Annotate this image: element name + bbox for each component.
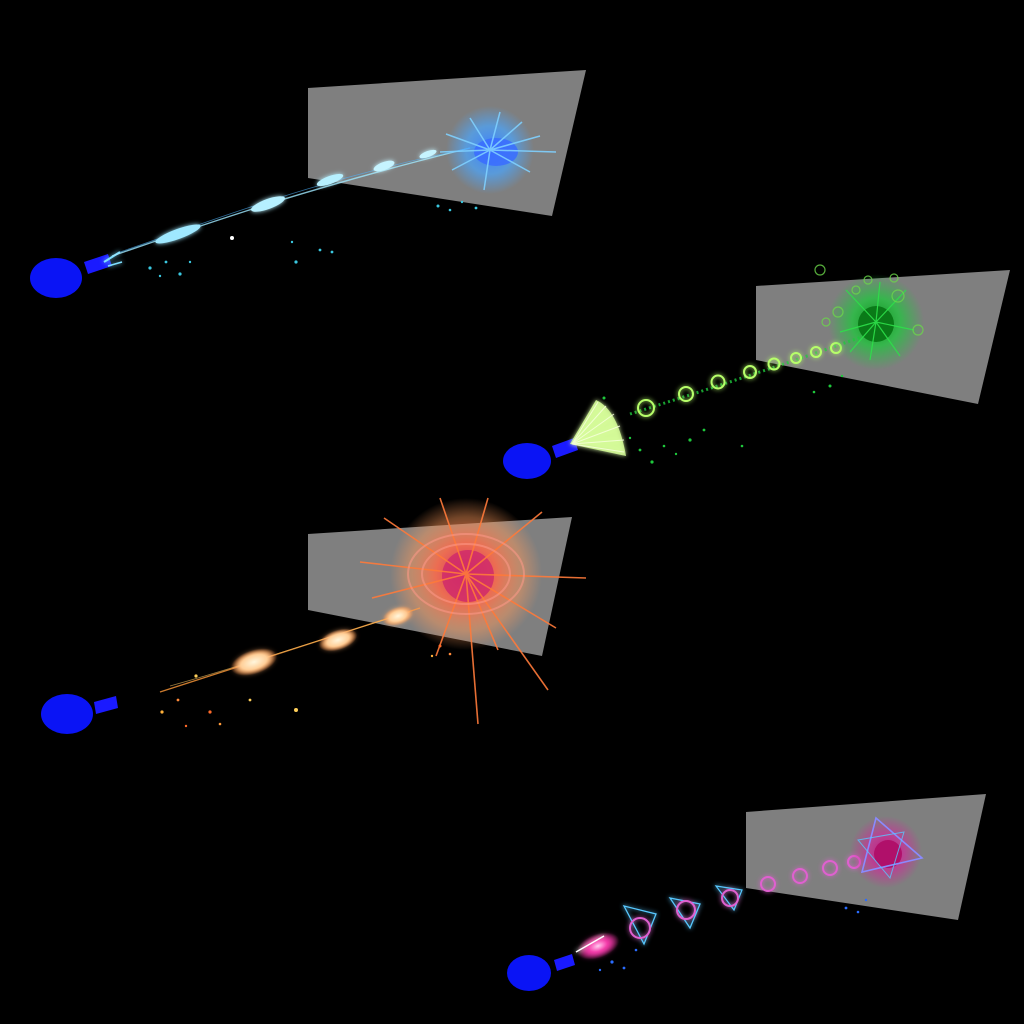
- nature-impact-burst: [814, 264, 924, 370]
- nature-ring: [767, 357, 781, 371]
- ice-shard: [155, 224, 201, 244]
- fire-emitter-barrel: [94, 696, 118, 714]
- arcane-rune: [668, 897, 701, 930]
- ice-shard: [250, 196, 286, 212]
- ice-shards: [155, 149, 437, 244]
- fire-sparks: [160, 644, 452, 728]
- arcane-muzzle-flash: [575, 932, 620, 960]
- arcane-impact-burst: [850, 816, 924, 888]
- arcane-sparks: [598, 898, 868, 972]
- nature-emitter-body: [503, 443, 551, 479]
- nature-ring: [743, 365, 757, 379]
- arcane-rune: [822, 860, 838, 876]
- nature-ring: [710, 374, 726, 390]
- fire-fireballs: [230, 606, 414, 676]
- arcane-rune: [622, 905, 657, 946]
- ice-shard: [316, 173, 344, 187]
- ice-impact-burst: [439, 106, 557, 194]
- nature-sparks: [602, 374, 844, 464]
- fire-emitter-body: [41, 694, 93, 734]
- arcane-runes: [622, 855, 861, 946]
- arcane-emitter-barrel: [554, 954, 575, 971]
- arcane-effect-lane: [507, 794, 986, 991]
- nature-effect-lane: [503, 264, 1010, 479]
- ice-emitter-body: [30, 258, 82, 298]
- nature-ring: [790, 352, 802, 364]
- nature-ring: [810, 346, 822, 358]
- arcane-emitter-body: [507, 955, 551, 991]
- nature-rings: [637, 342, 842, 417]
- fire-fireball: [230, 648, 278, 676]
- fire-effect-lane: [41, 497, 587, 734]
- ice-sparks: [148, 200, 478, 278]
- ice-emitter-barrel: [84, 254, 112, 274]
- arcane-rune: [714, 885, 743, 912]
- ice-shard: [419, 149, 437, 159]
- arcane-rune: [792, 868, 808, 884]
- fire-fireball: [318, 628, 358, 652]
- arcane-rune: [760, 876, 776, 892]
- nature-ring: [678, 386, 694, 402]
- ice-shard: [373, 160, 395, 172]
- nature-muzzle-fan: [570, 400, 626, 456]
- nature-ring: [637, 399, 655, 417]
- ice-effect-lane: [30, 70, 586, 298]
- fire-impact-burst: [359, 497, 587, 725]
